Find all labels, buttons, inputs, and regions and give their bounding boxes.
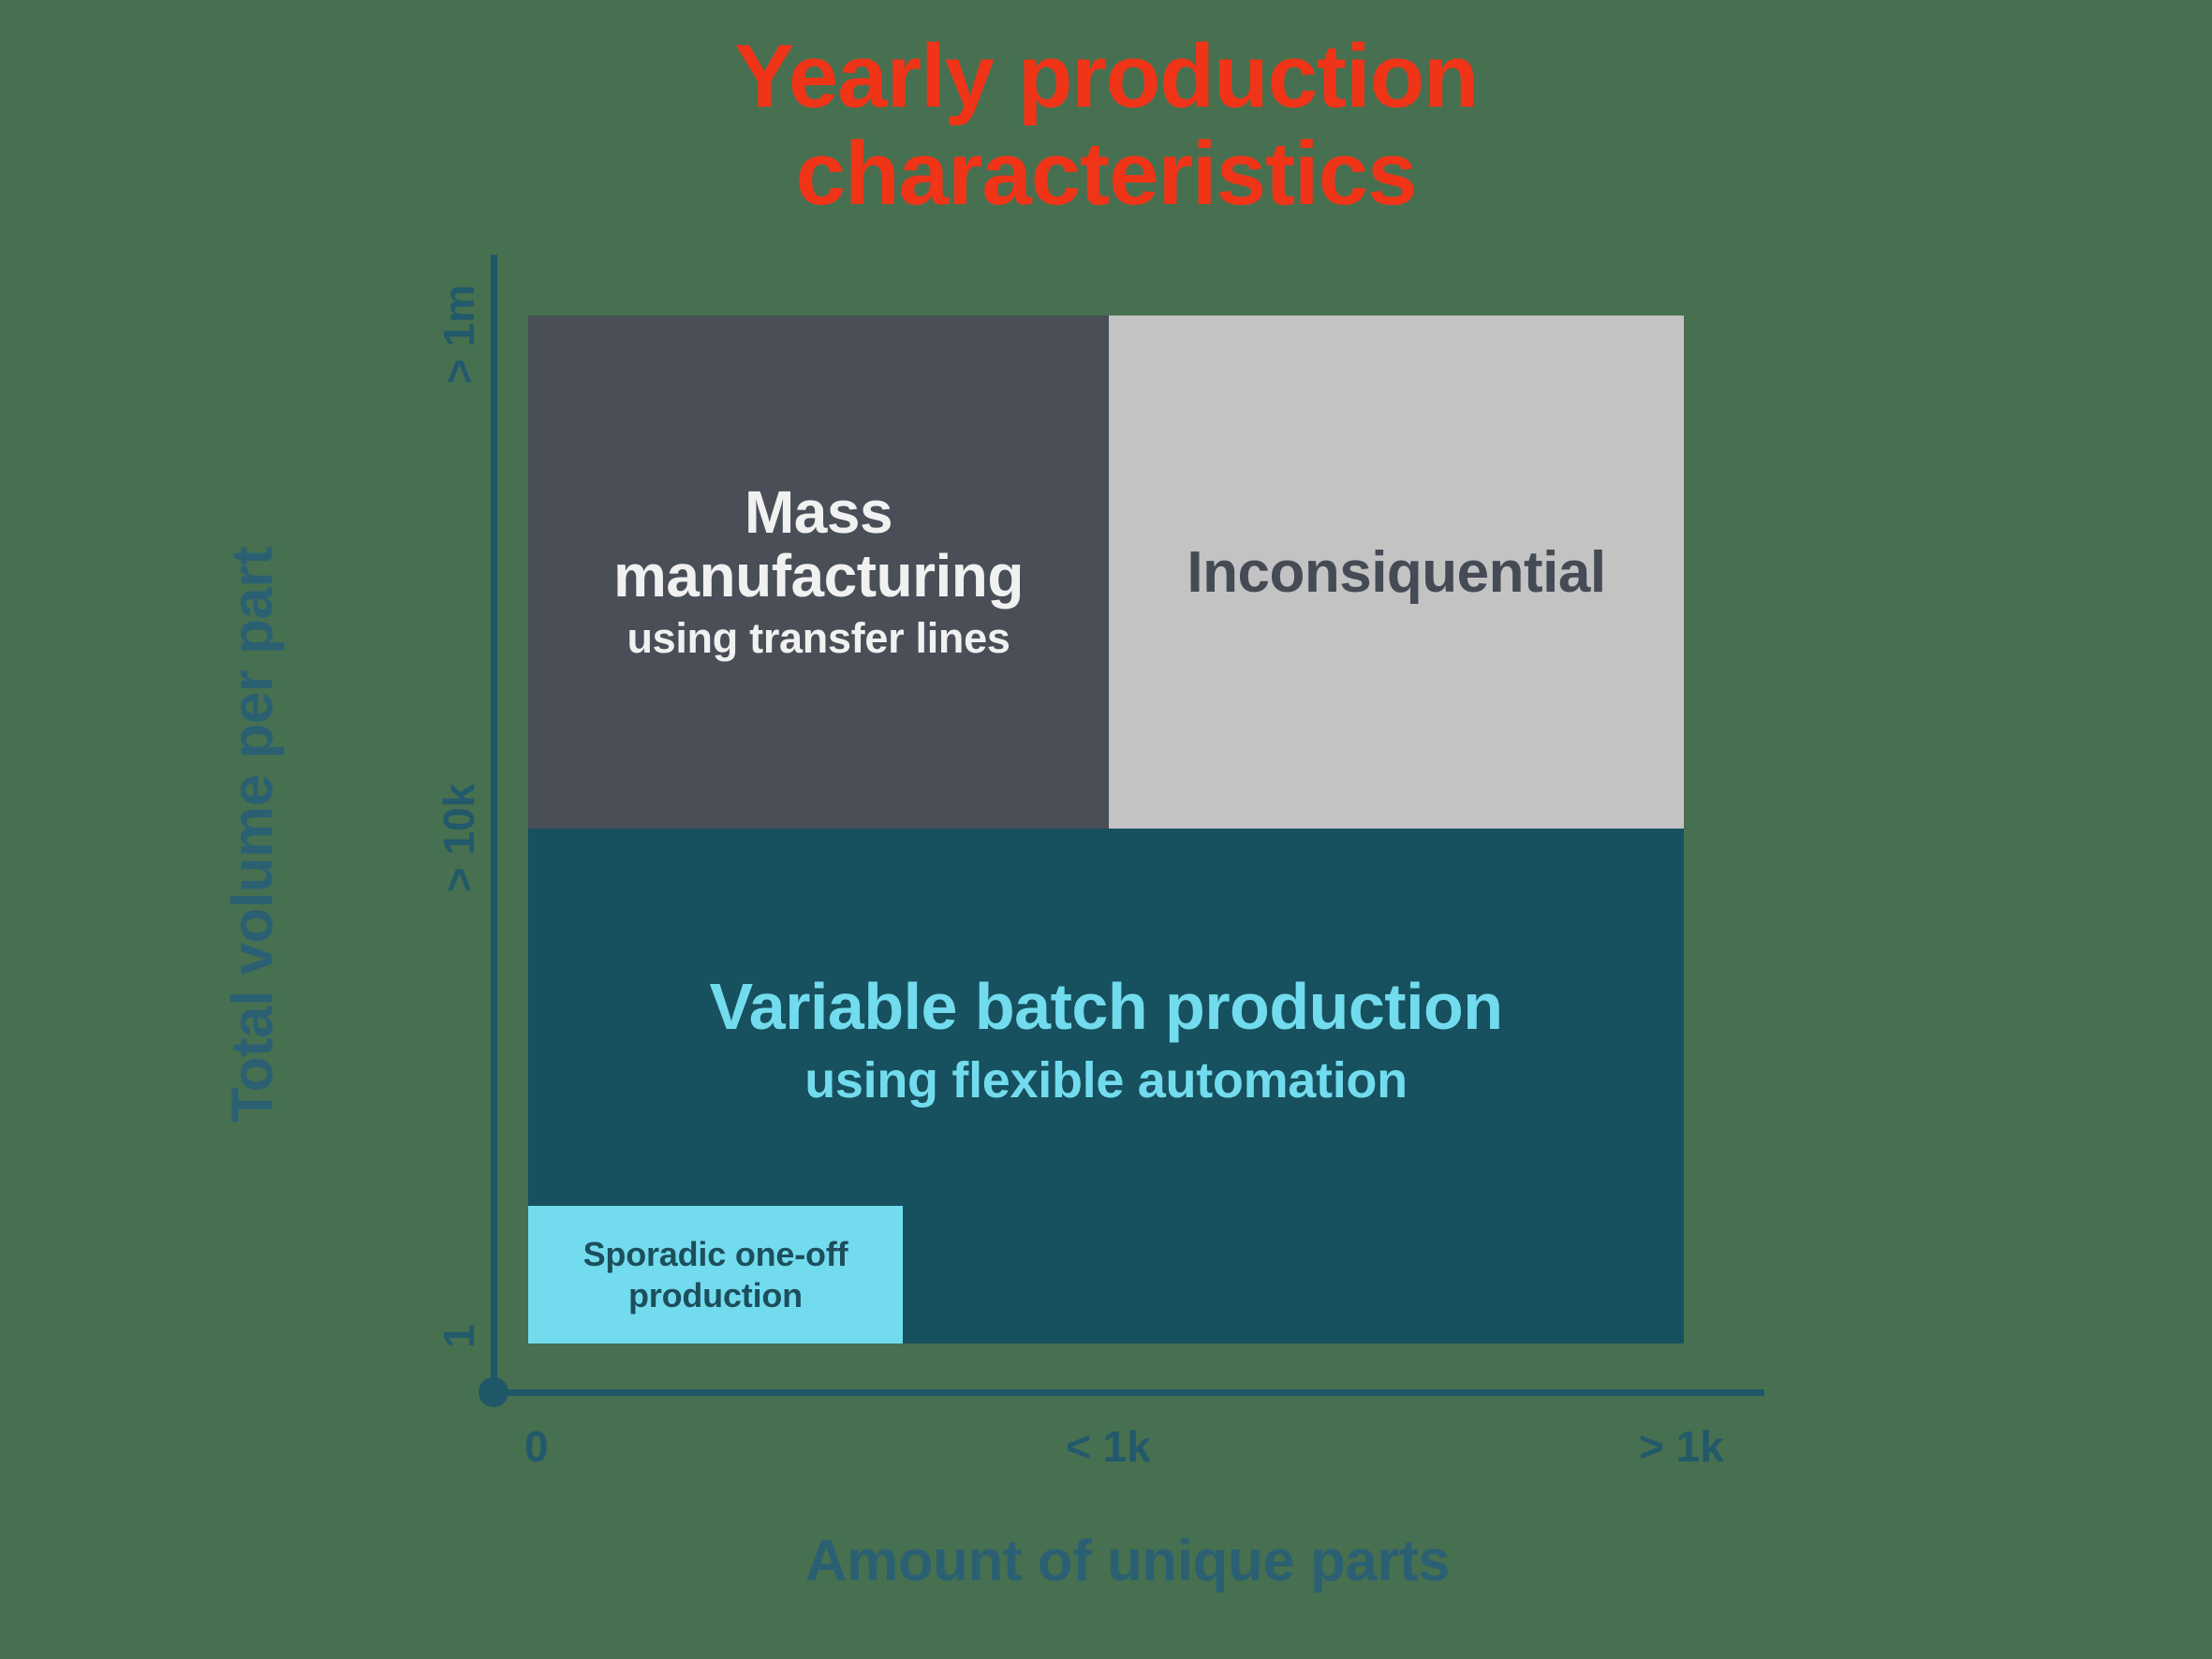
x-tick-label-under-1k: < 1k bbox=[1066, 1422, 1151, 1471]
x-axis-title: Amount of unique parts bbox=[804, 1529, 1451, 1593]
y-axis-title: Total volume per part bbox=[220, 546, 286, 1123]
quadrant-mass-title: Mass manufacturing bbox=[613, 478, 1024, 609]
quadrant-variable-title: Variable batch production bbox=[709, 970, 1503, 1043]
chart-title: Yearly production characteristics bbox=[734, 26, 1479, 224]
origin-dot bbox=[479, 1377, 509, 1407]
x-tick-label-over-1k: > 1k bbox=[1639, 1422, 1724, 1471]
quadrant-mass-manufacturing: Mass manufacturing using transfer lines bbox=[528, 316, 1109, 829]
quadrant-inconsequential: Inconsiquential bbox=[1109, 316, 1684, 829]
quadrant-mass-subtitle: using transfer lines bbox=[627, 613, 1010, 662]
quadrant-sporadic-one-off: Sporadic one-off production bbox=[528, 1206, 903, 1343]
quadrant-inconsequential-title: Inconsiquential bbox=[1187, 539, 1606, 605]
quadrant-variable-subtitle: using flexible automation bbox=[804, 1052, 1408, 1108]
y-axis-line bbox=[491, 255, 497, 1392]
quadrant-sporadic-title: Sporadic one-off production bbox=[582, 1235, 848, 1314]
y-tick-label-1: 1 bbox=[435, 1324, 483, 1348]
y-tick-label-1m: > 1m bbox=[435, 284, 483, 385]
y-tick-label-10k: > 10k bbox=[435, 783, 483, 893]
x-tick-label-0: 0 bbox=[524, 1422, 549, 1471]
x-axis-line bbox=[494, 1389, 1764, 1396]
